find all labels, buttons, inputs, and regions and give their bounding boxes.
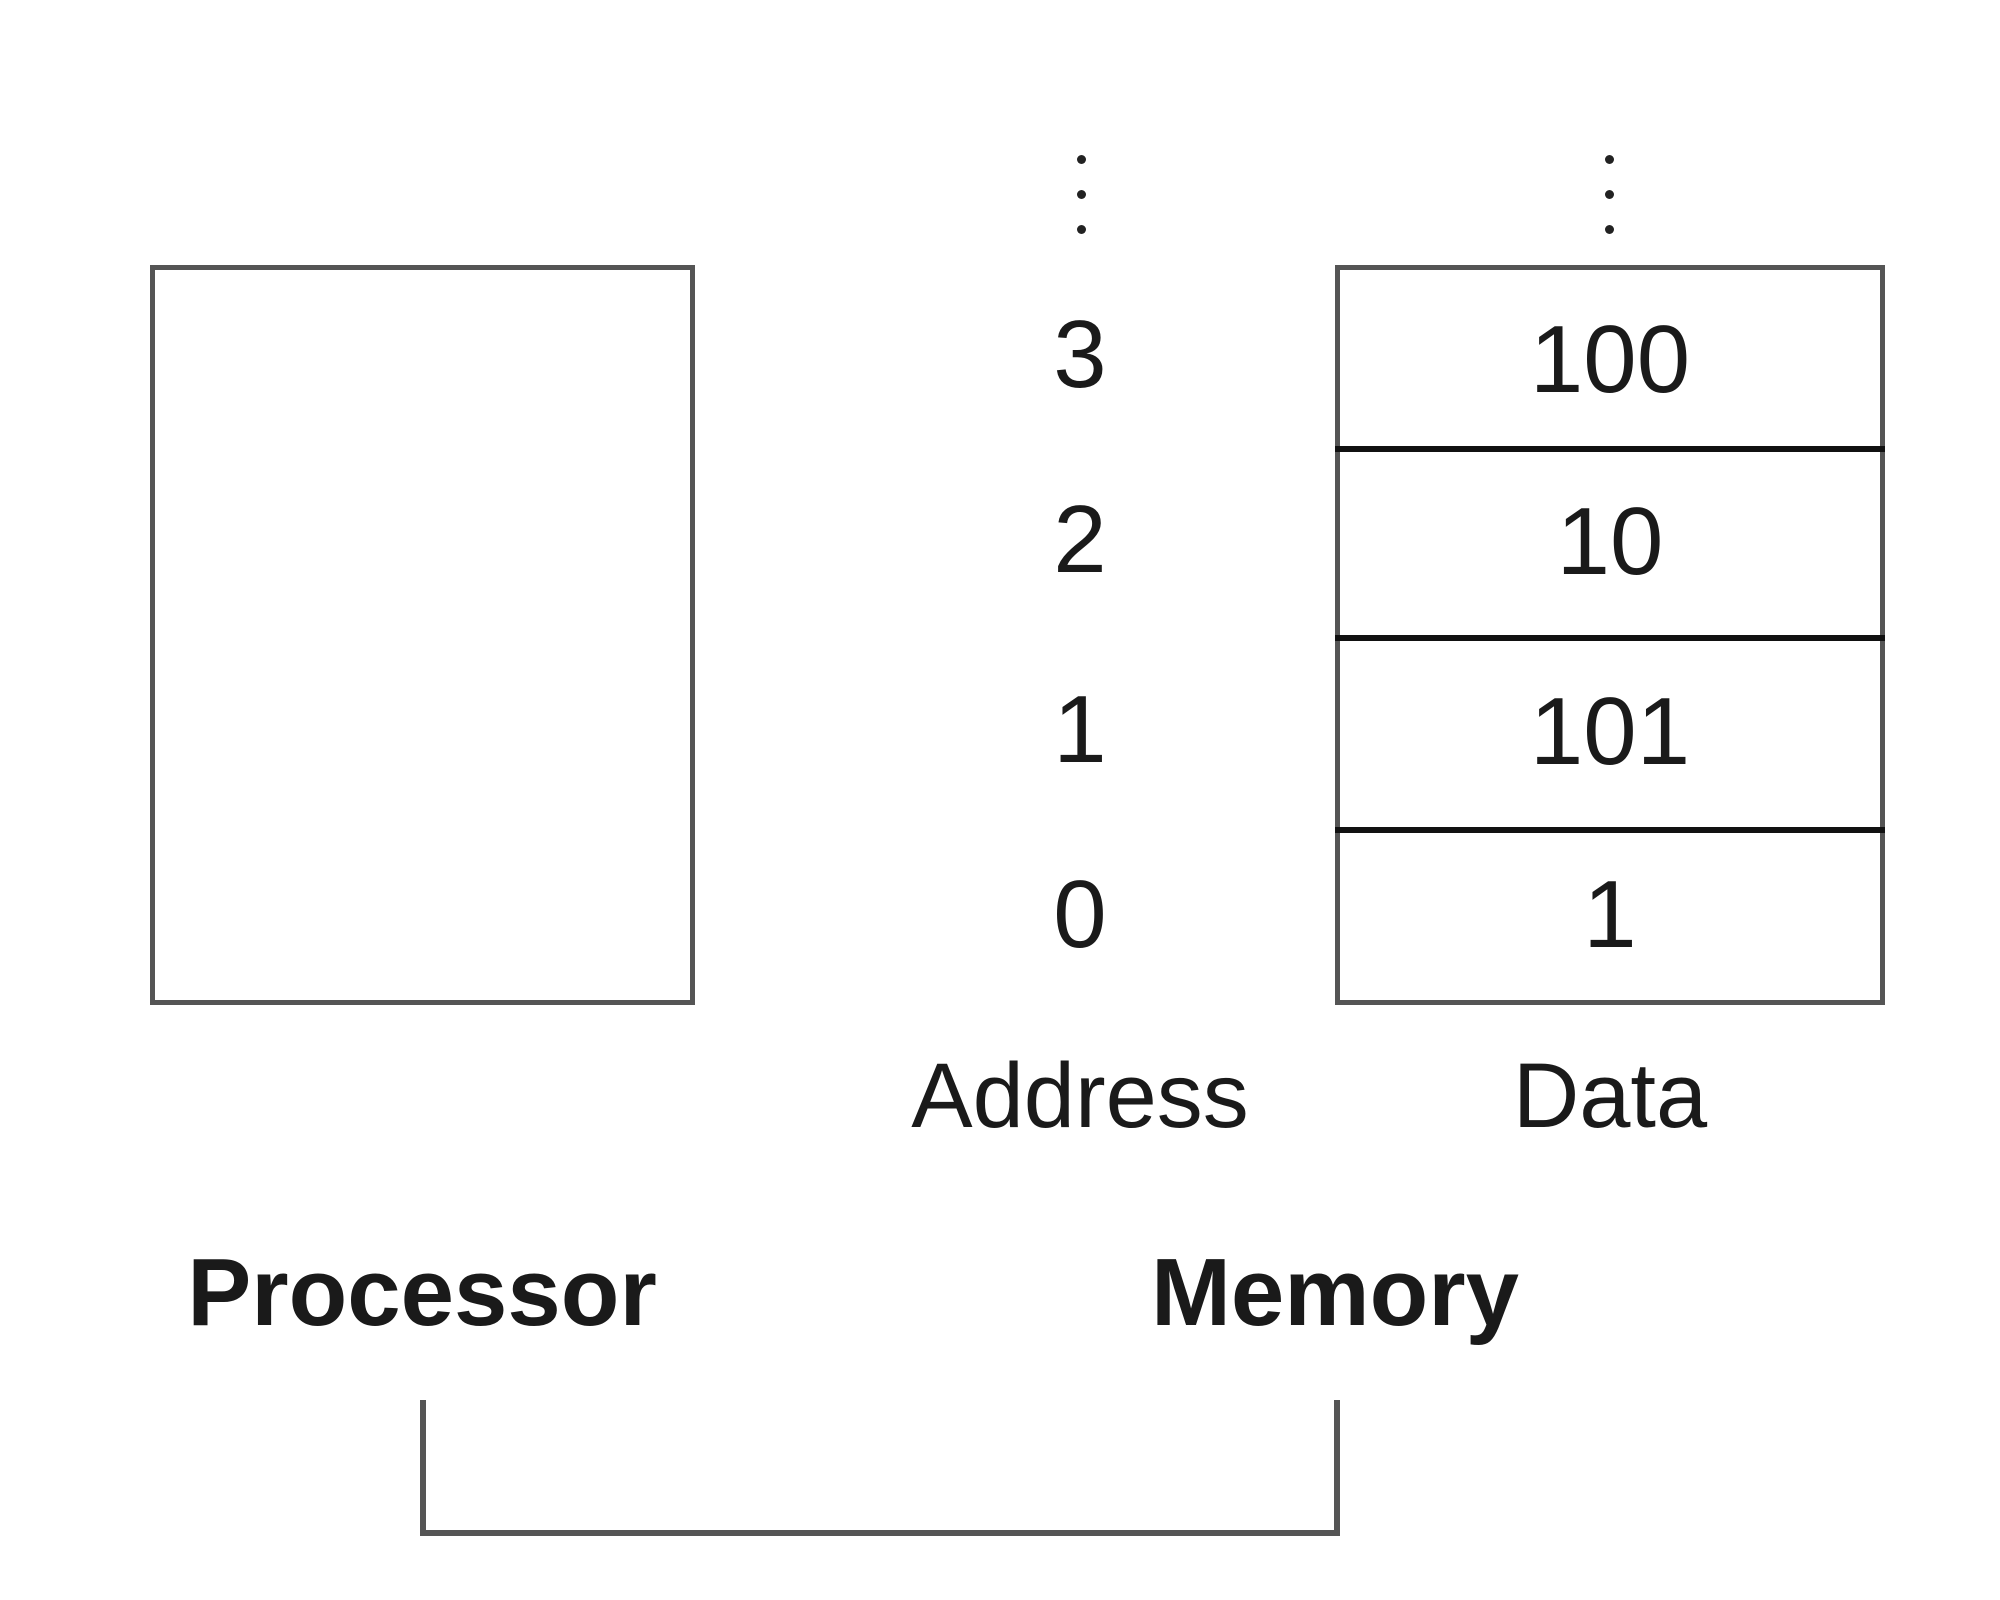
address-0: 0 xyxy=(1053,861,1107,968)
cell-divider xyxy=(1335,827,1885,833)
address-2: 2 xyxy=(1053,486,1107,593)
memory-box: 100 10 101 1 xyxy=(1335,265,1885,1005)
cell-divider xyxy=(1335,446,1885,452)
data-ellipsis xyxy=(1603,155,1615,245)
cell-divider xyxy=(1335,635,1885,641)
address-header: Address xyxy=(911,1045,1249,1147)
address-1: 1 xyxy=(1053,676,1107,783)
processor-box xyxy=(150,265,695,1005)
bus-right-vertical xyxy=(1334,1400,1340,1536)
processor-title: Processor xyxy=(187,1239,657,1346)
address-3: 3 xyxy=(1053,301,1107,408)
memory-cell-3: 100 xyxy=(1529,306,1691,413)
address-ellipsis xyxy=(1075,155,1087,245)
data-header: Data xyxy=(1512,1045,1708,1147)
memory-cell-2: 10 xyxy=(1556,488,1664,595)
bus-horizontal xyxy=(420,1530,1340,1536)
bus-left-vertical xyxy=(420,1400,426,1535)
memory-cell-1: 101 xyxy=(1529,678,1691,785)
memory-title: Memory xyxy=(1150,1239,1520,1346)
memory-cell-0: 1 xyxy=(1583,861,1637,968)
